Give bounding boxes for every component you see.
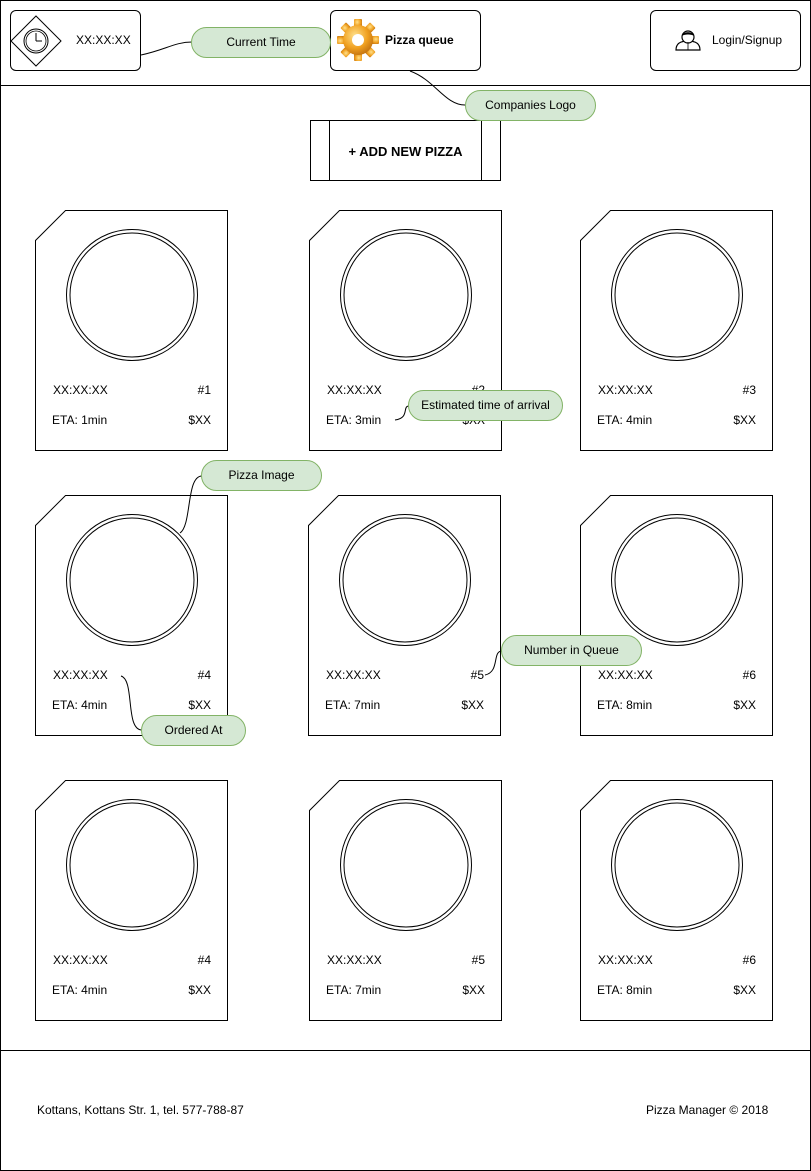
- price-label: $XX: [733, 413, 756, 427]
- queue-number: #1: [197, 383, 211, 397]
- pizza-card[interactable]: XX:XX:XX #5 ETA: 7min $XX: [309, 780, 502, 1021]
- price-label: $XX: [461, 698, 484, 712]
- ordered-at: XX:XX:XX: [326, 668, 381, 682]
- annotation-companies-logo: Companies Logo: [465, 90, 596, 121]
- card-outline: [308, 495, 501, 736]
- eta-label: ETA: 8min: [597, 698, 653, 712]
- footer-divider: [0, 1050, 811, 1051]
- button-edge-right: [481, 121, 482, 180]
- queue-number: #3: [742, 383, 756, 397]
- add-new-pizza-label[interactable]: + ADD NEW PIZZA: [348, 144, 463, 159]
- card-outline: [580, 495, 773, 736]
- price-label: $XX: [188, 413, 211, 427]
- eta-label: ETA: 8min: [597, 983, 653, 997]
- gear-icon: [337, 19, 379, 61]
- eta-label: ETA: 4min: [597, 413, 653, 427]
- login-label[interactable]: Login/Signup: [712, 33, 783, 47]
- eta-label: ETA: 4min: [52, 698, 108, 712]
- user-icon: [675, 30, 701, 51]
- footer-copyright: Pizza Manager © 2018: [646, 1103, 769, 1117]
- clock-icon: [10, 15, 62, 67]
- pizza-card[interactable]: XX:XX:XX #3 ETA: 4min $XX: [580, 210, 773, 451]
- pizza-card[interactable]: XX:XX:XX #4 ETA: 4min $XX: [35, 495, 228, 736]
- pizza-card[interactable]: XX:XX:XX #6 ETA: 8min $XX: [580, 780, 773, 1021]
- queue-number: #5: [471, 953, 485, 967]
- ordered-at: XX:XX:XX: [598, 668, 653, 682]
- ordered-at: XX:XX:XX: [598, 953, 653, 967]
- button-edge-left: [329, 121, 330, 180]
- add-new-pizza-button[interactable]: + ADD NEW PIZZA: [310, 120, 501, 181]
- card-outline: [580, 780, 773, 1021]
- price-label: $XX: [188, 698, 211, 712]
- card-outline: [35, 210, 228, 451]
- card-outline: [35, 780, 228, 1021]
- queue-number: #6: [742, 953, 756, 967]
- login-button[interactable]: [650, 10, 801, 71]
- ordered-at: XX:XX:XX: [598, 383, 653, 397]
- pizza-card[interactable]: XX:XX:XX #5 ETA: 7min $XX: [308, 495, 501, 736]
- price-label: $XX: [733, 983, 756, 997]
- pizza-card[interactable]: XX:XX:XX #6 ETA: 8min $XX: [580, 495, 773, 736]
- queue-number: #5: [470, 668, 484, 682]
- queue-number: #4: [197, 953, 211, 967]
- ordered-at: XX:XX:XX: [53, 668, 108, 682]
- queue-number: #6: [742, 668, 756, 682]
- annotation-ordered-at: Ordered At: [141, 715, 246, 746]
- ordered-at: XX:XX:XX: [327, 383, 382, 397]
- ordered-at: XX:XX:XX: [53, 383, 108, 397]
- current-time: XX:XX:XX: [76, 33, 131, 47]
- ordered-at: XX:XX:XX: [327, 953, 382, 967]
- price-label: $XX: [733, 698, 756, 712]
- eta-label: ETA: 7min: [326, 983, 382, 997]
- pizza-card[interactable]: XX:XX:XX #1 ETA: 1min $XX: [35, 210, 228, 451]
- annotation-current-time: Current Time: [191, 27, 331, 58]
- eta-label: ETA: 1min: [52, 413, 108, 427]
- header-divider: [0, 85, 811, 86]
- app-title: Pizza queue: [385, 33, 454, 47]
- eta-label: ETA: 3min: [326, 413, 382, 427]
- eta-label: ETA: 7min: [325, 698, 381, 712]
- annotation-pizza-image: Pizza Image: [201, 460, 322, 491]
- eta-label: ETA: 4min: [52, 983, 108, 997]
- card-outline: [309, 780, 502, 1021]
- price-label: $XX: [188, 983, 211, 997]
- queue-number: #4: [197, 668, 211, 682]
- annotation-number-in-queue: Number in Queue: [501, 635, 642, 666]
- pizza-card[interactable]: XX:XX:XX #4 ETA: 4min $XX: [35, 780, 228, 1021]
- price-label: $XX: [462, 983, 485, 997]
- card-outline: [580, 210, 773, 451]
- ordered-at: XX:XX:XX: [53, 953, 108, 967]
- card-outline: [35, 495, 228, 736]
- footer-address: Kottans, Kottans Str. 1, tel. 577-788-87: [37, 1103, 244, 1117]
- annotation-eta: Estimated time of arrival: [408, 390, 563, 421]
